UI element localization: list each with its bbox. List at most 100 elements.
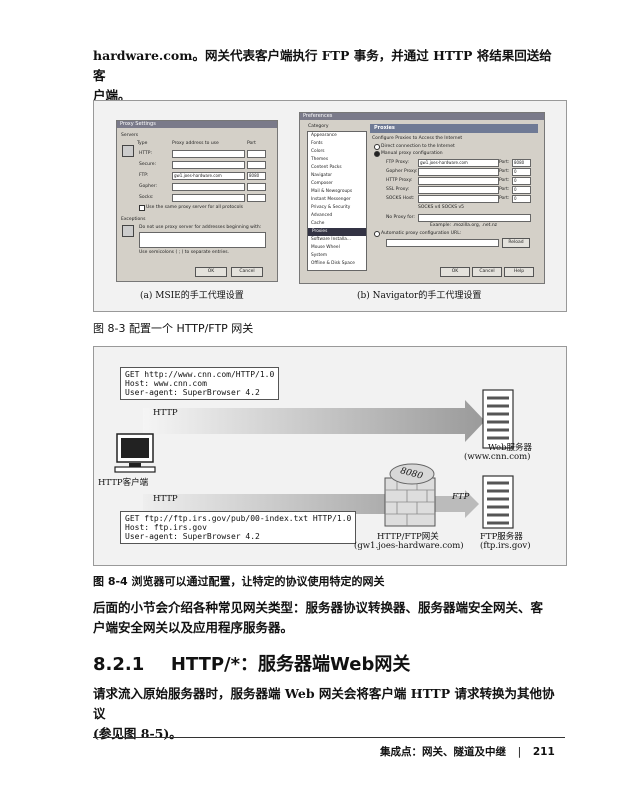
- nav-http-field[interactable]: [418, 177, 499, 185]
- subcaption-a: (a) MSIE的手工代理设置: [140, 291, 244, 301]
- category-item[interactable]: Advanced: [311, 213, 333, 218]
- category-item[interactable]: Offline & Disk Space: [311, 261, 355, 266]
- client-label: HTTP客户端: [98, 478, 149, 488]
- same-proxy-label: Use the same proxy server for all protoc…: [146, 205, 243, 210]
- intro-line-2: 户端。: [93, 88, 131, 103]
- msie-gopher-field[interactable]: [172, 183, 245, 191]
- nav-cancel-button[interactable]: Cancel: [472, 267, 502, 277]
- category-item[interactable]: Mail & Newsgroups: [311, 189, 353, 194]
- msie-cancel-button[interactable]: Cancel: [231, 267, 263, 277]
- msie-ftp-field[interactable]: gw1.joes-hardware.com: [172, 172, 245, 180]
- nav-gopher-port[interactable]: 0: [512, 168, 531, 176]
- msie-secure-port[interactable]: [247, 161, 266, 169]
- ftp-server-label: FTP服务器: [480, 532, 523, 542]
- msie-gopher-port[interactable]: [247, 183, 266, 191]
- nav-http-port[interactable]: 0: [512, 177, 531, 185]
- nav-ssl-port[interactable]: 0: [512, 186, 531, 194]
- ftp-server-icon: [482, 475, 514, 529]
- category-item[interactable]: Privacy & Security: [311, 205, 351, 210]
- direct-label: Direct connection to the Internet: [381, 144, 455, 149]
- types-line-1: 后面的小节会介绍各种常见网关类型：服务器协议转换器、服务器端安全网关、客: [93, 600, 544, 615]
- footer-rule: [93, 737, 565, 738]
- msie-col-proxy: Proxy address to use: [172, 141, 219, 146]
- gateway-paragraph: 请求流入原始服务器时，服务器端 Web 网关会将客户端 HTTP 请求转换为其他…: [93, 684, 563, 744]
- msie-proxy-window: Proxy Settings Servers Type Proxy addres…: [116, 120, 278, 282]
- gateway-host: (gw1.joes-hardware.com): [354, 541, 464, 551]
- msie-socks-field[interactable]: [172, 194, 245, 202]
- category-item[interactable]: Colors: [311, 149, 325, 154]
- no-proxy-for-field[interactable]: [418, 214, 531, 222]
- types-paragraph: 后面的小节会介绍各种常见网关类型：服务器协议转换器、服务器端安全网关、客 户端安…: [93, 598, 563, 638]
- msie-col-type: Type: [137, 141, 148, 146]
- intro-line-1: hardware.com。网关代表客户端执行 FTP 事务，并通过 HTTP 将…: [93, 48, 552, 83]
- msie-row-gopher: Gopher:: [139, 184, 158, 189]
- category-item[interactable]: Appearance: [311, 133, 337, 138]
- msie-ftp-port[interactable]: 8080: [247, 172, 266, 180]
- ftp-server-host: (ftp.irs.gov): [480, 541, 531, 551]
- no-proxy-for-label: No Proxy for:: [386, 215, 415, 220]
- proxies-panel-title: Proxies: [374, 125, 395, 131]
- nav-socks-field[interactable]: [418, 195, 499, 203]
- msie-exceptions-field[interactable]: [139, 232, 266, 248]
- nav-ftp-port[interactable]: 8080: [512, 159, 531, 167]
- nav-gopher-field[interactable]: [418, 168, 499, 176]
- nav-socks-port[interactable]: 0: [512, 195, 531, 203]
- nav-ftp-field[interactable]: gw1.joes-hardware.com: [418, 159, 499, 167]
- request-box-ftp: GET ftp://ftp.irs.gov/pub/00-index.txt H…: [120, 511, 357, 544]
- client-computer-icon: [114, 433, 156, 473]
- section-title: HTTP/*：服务器端Web网关: [170, 654, 411, 675]
- gateway-line-2: (参见图 8-5)。: [93, 726, 182, 741]
- exceptions-icon: [122, 225, 134, 237]
- reload-button[interactable]: Reload: [502, 238, 530, 248]
- msie-ok-button[interactable]: OK: [195, 267, 227, 277]
- category-item[interactable]: Themes: [311, 157, 329, 162]
- category-item[interactable]: Instant Messenger: [311, 197, 351, 202]
- manual-radio[interactable]: [374, 151, 380, 157]
- intro-paragraph: hardware.com。网关代表客户端执行 FTP 事务，并通过 HTTP 将…: [93, 46, 563, 106]
- auto-url-field[interactable]: [386, 239, 499, 247]
- msie-row-socks: Socks:: [139, 195, 154, 200]
- nav-help-button[interactable]: Help: [504, 267, 534, 277]
- ftp-arrow-label: FTP: [452, 492, 470, 502]
- category-item[interactable]: Mouse Wheel: [311, 245, 340, 250]
- category-item[interactable]: Fonts: [311, 141, 323, 146]
- msie-secure-field[interactable]: [172, 161, 245, 169]
- socks-version-options[interactable]: SOCKS v4 SOCKS v5: [418, 205, 465, 210]
- ftp-arrow: [435, 490, 479, 518]
- nav-ok-button[interactable]: OK: [440, 267, 470, 277]
- nav-row-ssl: SSL Proxy:: [386, 187, 410, 192]
- http-label-top: HTTP: [153, 408, 178, 418]
- web-server-host: (www.cnn.com): [464, 452, 531, 462]
- category-item[interactable]: System: [311, 253, 328, 258]
- category-item[interactable]: Cache: [311, 221, 325, 226]
- nav-ssl-field[interactable]: [418, 186, 499, 194]
- msie-row-ftp: FTP:: [139, 173, 149, 178]
- category-item[interactable]: Software Installa...: [311, 237, 351, 242]
- category-item[interactable]: Proxies: [308, 228, 366, 236]
- category-item[interactable]: Composer: [311, 181, 333, 186]
- section-number: 8.2.1: [93, 654, 145, 675]
- gateway-icon: [384, 463, 436, 527]
- request-box-http: GET http://www.cnn.com/HTTP/1.0 Host: ww…: [120, 367, 280, 400]
- figure-8-3-caption: 图 8-3 配置一个 HTTP/FTP 网关: [93, 322, 254, 335]
- msie-http-field[interactable]: [172, 150, 245, 158]
- footer-separator: |: [517, 746, 522, 758]
- msie-socks-port[interactable]: [247, 194, 266, 202]
- types-line-2: 户端安全网关以及应用程序服务器。: [93, 620, 294, 635]
- msie-servers-label: Servers: [121, 133, 139, 138]
- msie-http-port[interactable]: [247, 150, 266, 158]
- msie-exceptions-label: Exceptions: [121, 217, 146, 222]
- category-label: Category: [308, 124, 329, 129]
- http-arrow-top: [143, 400, 485, 442]
- auto-radio[interactable]: [374, 231, 380, 237]
- same-proxy-checkbox[interactable]: [139, 205, 145, 211]
- direct-radio[interactable]: [374, 144, 380, 150]
- nav-row-http: HTTP Proxy:: [386, 178, 413, 183]
- category-item[interactable]: Navigator: [311, 173, 333, 178]
- configure-label: Configure Proxies to Access the Internet: [372, 136, 463, 141]
- http-label-bottom: HTTP: [153, 494, 178, 504]
- msie-row-secure: Secure:: [139, 162, 156, 167]
- category-item[interactable]: Content Packs: [311, 165, 342, 170]
